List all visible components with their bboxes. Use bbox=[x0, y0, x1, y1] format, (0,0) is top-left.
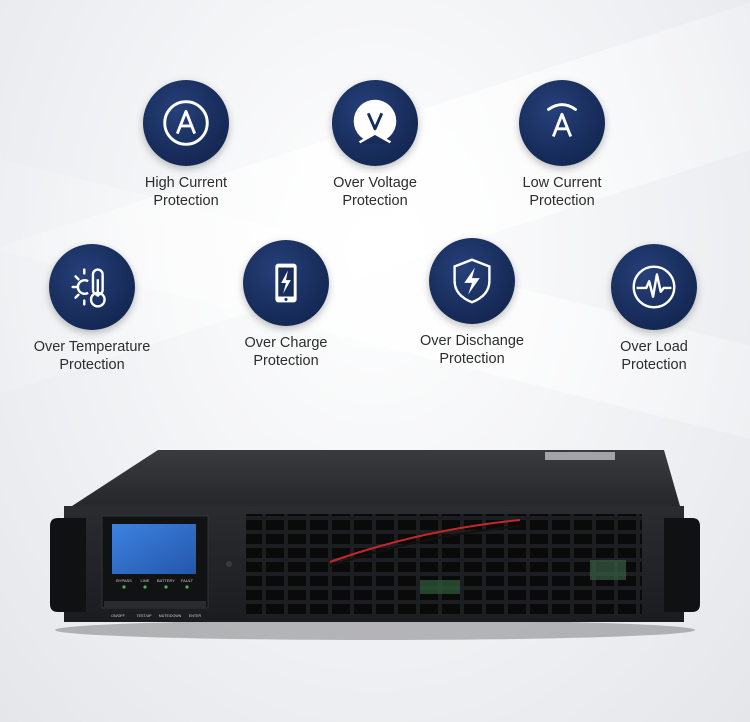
on-off-button[interactable]: ON/OFF bbox=[111, 614, 125, 618]
interior-board bbox=[420, 580, 460, 594]
thermometer-sun-icon bbox=[49, 244, 135, 330]
left-handle bbox=[50, 518, 86, 612]
screw bbox=[226, 561, 232, 567]
indicator-led bbox=[143, 585, 147, 589]
test-up-button[interactable]: TEST/UP bbox=[136, 614, 152, 618]
indicator-label: LINE bbox=[141, 578, 150, 583]
device-top bbox=[72, 450, 680, 506]
indicator-led bbox=[122, 585, 126, 589]
low-current-icon bbox=[519, 80, 605, 166]
indicator-label: BATTERY bbox=[157, 578, 175, 583]
ventilation-grille bbox=[246, 514, 642, 618]
interior-board bbox=[590, 560, 626, 580]
indicator-label: FAULT bbox=[181, 578, 194, 583]
lcd-screen bbox=[112, 524, 196, 574]
indicator-led bbox=[185, 585, 189, 589]
right-handle bbox=[664, 518, 700, 612]
interior-wire bbox=[329, 519, 521, 563]
indicator-label: BYPASS bbox=[116, 578, 132, 583]
shield-lightning-icon bbox=[429, 238, 515, 324]
heartbeat-icon bbox=[611, 244, 697, 330]
interior-wire bbox=[329, 525, 521, 567]
charging-phone-icon bbox=[243, 240, 329, 326]
mute-down-button[interactable]: MUTE/DOWN bbox=[159, 614, 182, 618]
button-strip bbox=[104, 601, 206, 608]
device-shadow bbox=[55, 620, 695, 640]
ampere-icon bbox=[143, 80, 229, 166]
indicator-led bbox=[164, 585, 168, 589]
voltage-icon bbox=[332, 80, 418, 166]
device-label-sticker bbox=[545, 452, 615, 460]
enter-button[interactable]: ENTER bbox=[189, 614, 202, 618]
